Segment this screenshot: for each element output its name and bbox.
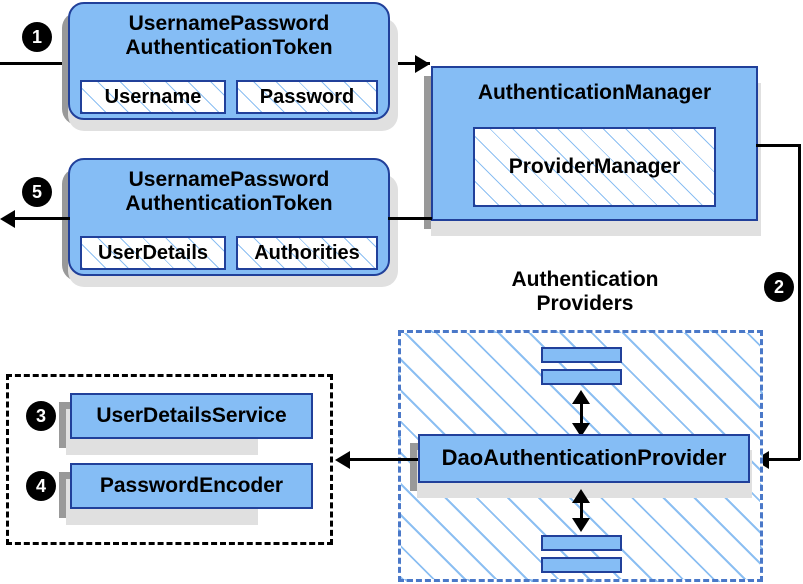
connector-request-in (0, 62, 72, 65)
request-token-title: UsernamePassword AuthenticationToken (125, 12, 333, 59)
connector-provider-vertical-top (580, 396, 583, 430)
password-field-label: Password (259, 85, 355, 108)
arrowhead-provider-top-up (572, 390, 590, 404)
connector-manager-right (756, 144, 801, 147)
step-5-marker: 5 (23, 178, 51, 206)
provider-manager-label: ProviderManager (508, 155, 681, 179)
arrowhead-into-beans (335, 451, 350, 469)
userdetails-field-label: UserDetails (97, 241, 209, 264)
password-encoder-node[interactable] (70, 463, 313, 509)
provider-placeholder-bar-3 (541, 535, 622, 551)
authorities-field[interactable] (236, 236, 378, 270)
step-4-marker: 4 (27, 472, 55, 500)
connector-into-dao-provider (768, 458, 800, 461)
connector-token-to-manager (388, 62, 430, 65)
password-field[interactable] (236, 80, 378, 114)
arrowhead-provider-top-down (572, 423, 590, 437)
userdetails-field[interactable] (80, 236, 226, 270)
connector-provider-vertical-bottom (580, 495, 583, 525)
connector-manager-down (798, 144, 801, 460)
authentication-manager-title: AuthenticationManager (477, 81, 712, 105)
beans-group-container (6, 374, 333, 545)
provider-manager-node[interactable] (473, 127, 716, 207)
authorities-field-label: Authorities (254, 241, 360, 264)
connector-dao-to-beans (350, 458, 418, 461)
arrowhead-to-manager (415, 55, 430, 73)
provider-placeholder-bar-1 (541, 347, 622, 363)
arrowhead-provider-bottom-down (572, 518, 590, 532)
user-details-service-label: UserDetailsService (96, 404, 287, 428)
response-token-title: UsernamePassword AuthenticationToken (125, 168, 333, 215)
arrowhead-response-out (0, 210, 15, 228)
step-2-marker: 2 (765, 273, 793, 301)
dao-authentication-provider-node[interactable] (418, 434, 750, 483)
step-3-marker: 3 (27, 402, 55, 430)
authentication-providers-title: Authentication Providers (511, 268, 659, 315)
password-encoder-label: PasswordEncoder (99, 474, 284, 498)
provider-placeholder-bar-4 (541, 557, 622, 573)
dao-authentication-provider-label: DaoAuthenticationProvider (441, 445, 727, 471)
connector-manager-to-response-token (388, 217, 432, 220)
arrowhead-provider-bottom-up (572, 489, 590, 503)
username-field[interactable] (80, 80, 226, 114)
step-1-marker: 1 (23, 23, 51, 51)
provider-placeholder-bar-2 (541, 369, 622, 385)
connector-response-out (14, 217, 70, 220)
user-details-service-node[interactable] (70, 393, 313, 439)
username-field-label: Username (104, 85, 202, 108)
